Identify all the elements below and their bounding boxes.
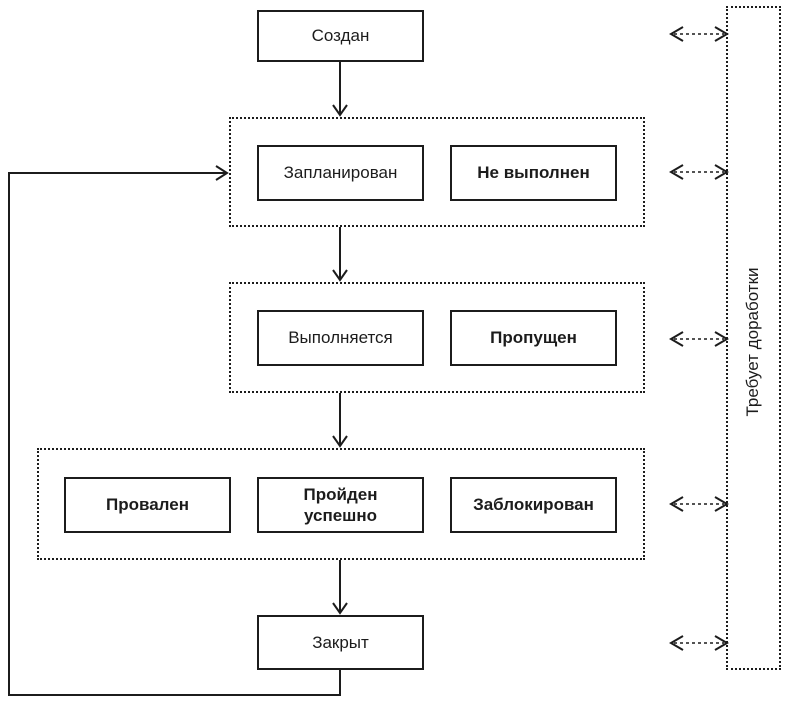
- arrow-results-to-closed: [332, 560, 348, 615]
- node-not-executed: Не выполнен: [450, 145, 617, 201]
- node-blocked: Заблокирован: [450, 477, 617, 533]
- node-passed: Пройден успешно: [257, 477, 424, 533]
- node-failed: Провален: [64, 477, 231, 533]
- node-in-progress: Выполняется: [257, 310, 424, 366]
- arrow-executing-to-results: [332, 393, 348, 448]
- arrow-rework-closed: [669, 635, 729, 651]
- arrow-created-to-planned: [332, 62, 348, 117]
- node-created: Создан: [257, 10, 424, 62]
- rework-label: Требует доработки: [743, 267, 762, 417]
- rework-column: [726, 6, 781, 670]
- arrow-rework-planned: [669, 164, 729, 180]
- arrow-planned-to-executing: [332, 227, 348, 282]
- node-skipped: Пропущен: [450, 310, 617, 366]
- arrow-rework-executing: [669, 331, 729, 347]
- node-planned: Запланирован: [257, 145, 424, 201]
- arrow-rework-results: [669, 496, 729, 512]
- arrow-rework-created: [669, 26, 729, 42]
- node-closed: Закрыт: [257, 615, 424, 670]
